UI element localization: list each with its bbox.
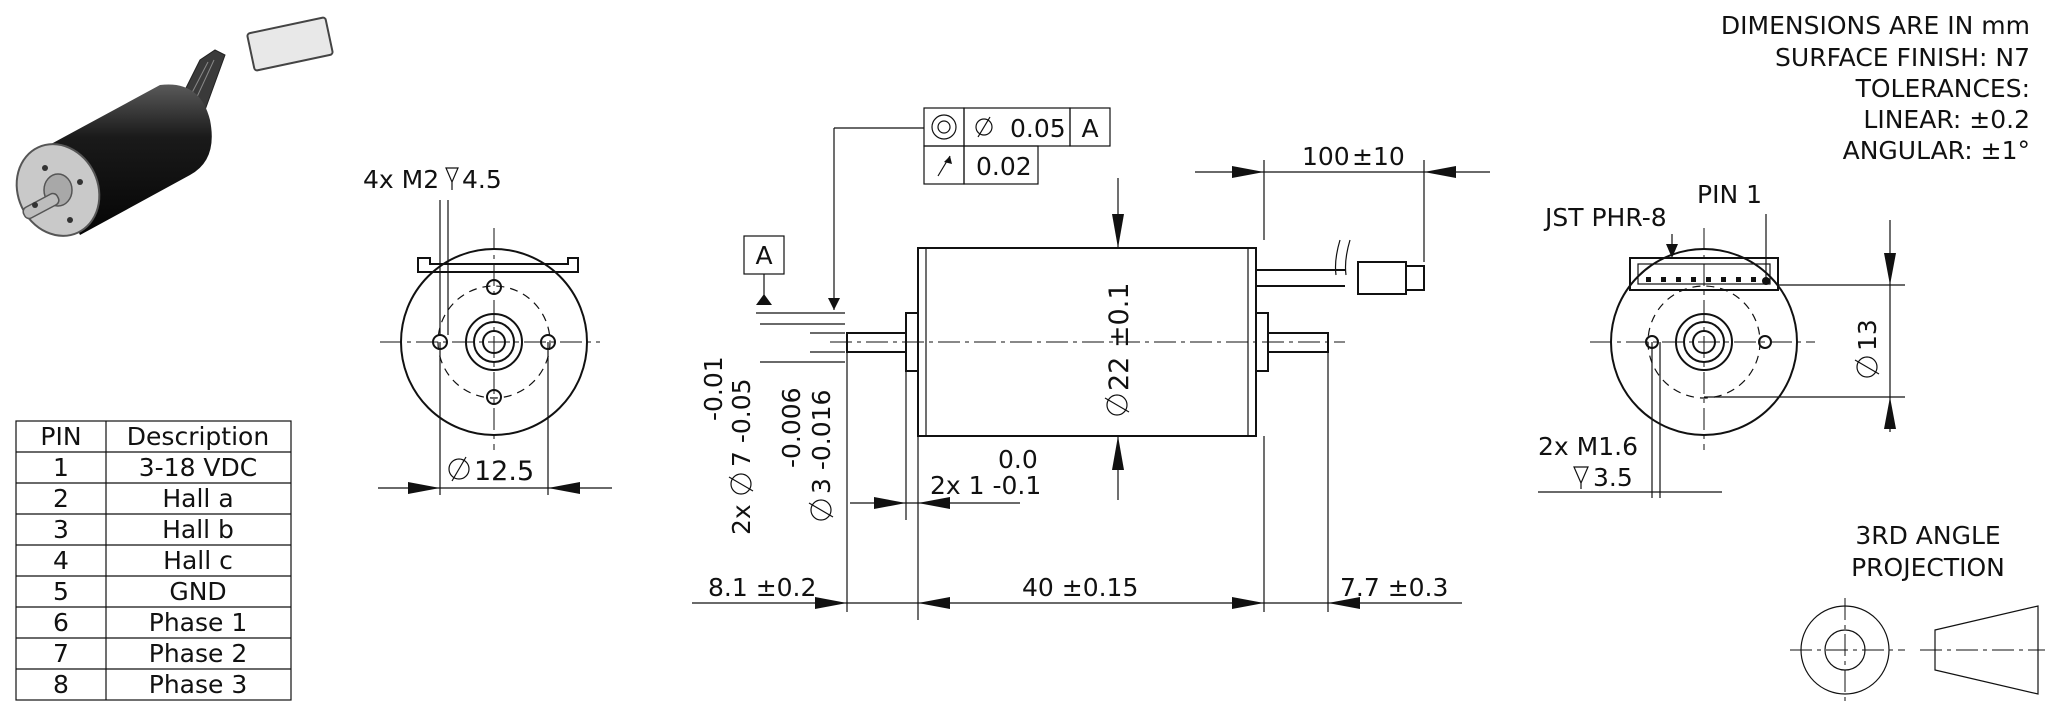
front-thread-depth: 4.5 xyxy=(462,165,502,194)
pin-table-header-pin: PIN xyxy=(40,422,81,451)
flange-thickness-lower: 2x 1 -0.1 xyxy=(930,471,1041,500)
cable-length-label: 100 xyxy=(1302,142,1350,171)
connector-pin xyxy=(1706,277,1711,282)
pin-table-description-cell: Hall b xyxy=(162,515,234,544)
pin-table-description-cell: Phase 1 xyxy=(149,608,248,637)
pin-table-header-description: Description xyxy=(127,422,269,451)
fcf-concentricity-tolerance: 0.05 xyxy=(1010,114,1066,143)
shaft-diameter-lower: 3 -0.016 xyxy=(807,390,836,494)
pin-table-pin-cell: 7 xyxy=(53,639,69,668)
rear-diameter-label: 13 xyxy=(1853,319,1882,351)
note-tolerances: TOLERANCES: xyxy=(1855,74,2030,103)
pin-table-pin-cell: 8 xyxy=(53,670,69,699)
connector-pin xyxy=(1676,277,1681,282)
front-diameter-label: 12.5 xyxy=(474,456,534,487)
pin-table-description-cell: GND xyxy=(169,577,226,606)
note-angular: ANGULAR: ±1° xyxy=(1843,136,2030,165)
pin-table-pin-cell: 6 xyxy=(53,608,69,637)
pin-table-description-cell: Phase 3 xyxy=(149,670,248,699)
pin-table-pin-cell: 4 xyxy=(53,546,69,575)
datum-a-label: A xyxy=(755,241,772,270)
note-units: DIMENSIONS ARE IN mm xyxy=(1721,11,2030,40)
connector-pin xyxy=(1751,277,1756,282)
pin-table-pin-cell: 3 xyxy=(53,515,69,544)
connector-pin xyxy=(1691,277,1696,282)
length-shaft-left: 8.1 ±0.2 xyxy=(708,573,816,602)
connector-pin xyxy=(1721,277,1726,282)
connector-pin xyxy=(1736,277,1741,282)
pin-table-pin-cell: 1 xyxy=(53,453,69,482)
length-body: 40 ±0.15 xyxy=(1022,573,1138,602)
front-view: 12.5 4x M2 4.5 xyxy=(363,165,612,495)
projection-line2: PROJECTION xyxy=(1851,553,2005,582)
pin-table-description-cell: Hall c xyxy=(163,546,233,575)
rear-view: PIN 1 JST PHR-8 13 2x M1.6 3.5 xyxy=(1538,180,1905,498)
front-thread-callout: 4x M2 xyxy=(363,165,439,194)
pin-table-description-cell: Phase 2 xyxy=(149,639,248,668)
projection-symbol: 3RD ANGLE PROJECTION xyxy=(1790,521,2045,702)
length-shaft-right: 7.7 ±0.3 xyxy=(1340,573,1448,602)
pin-table-description-cell: Hall a xyxy=(162,484,233,513)
pin-table: PIN Description 1 3-18 VDC 2 Hall a 3 Hall b 4… xyxy=(15,420,292,701)
pin-table-pin-cell: 5 xyxy=(53,577,69,606)
rear-connector-label: JST PHR-8 xyxy=(1543,203,1667,232)
note-linear: LINEAR: ±0.2 xyxy=(1863,105,2030,134)
shaft-step-diameter-lower: 7 -0.05 xyxy=(727,378,756,467)
rear-pin1-label: PIN 1 xyxy=(1697,180,1762,209)
fcf-runout-tolerance: 0.02 xyxy=(976,152,1032,181)
body-diameter-label: 22 ±0.1 xyxy=(1104,282,1135,391)
connector-pin xyxy=(1661,277,1666,282)
pin-table-pin-cell: 2 xyxy=(53,484,69,513)
fcf-concentricity-datum: A xyxy=(1081,114,1098,143)
cable-length-tolerance: ±10 xyxy=(1352,142,1405,171)
shaft-diameter-upper: -0.006 xyxy=(777,387,806,468)
rear-thread-depth: 3.5 xyxy=(1593,463,1633,492)
motor-3d-illustration xyxy=(15,16,334,237)
drawing-notes: DIMENSIONS ARE IN mm SURFACE FINISH: N7 … xyxy=(1721,11,2030,165)
shaft-step-diameter-upper: -0.01 xyxy=(699,356,728,421)
note-surface-finish: SURFACE FINISH: N7 xyxy=(1775,43,2030,72)
flange-thickness-upper: 0.0 xyxy=(998,445,1038,474)
shaft-step-prefix: 2x xyxy=(727,504,756,535)
side-view: 22 ±0.1 100 ±10 A 0.05 A 0.02 xyxy=(692,107,1490,620)
rear-thread-callout: 2x M1.6 xyxy=(1538,432,1638,461)
connector-pin xyxy=(1646,277,1651,282)
pin-table-description-cell: 3-18 VDC xyxy=(139,453,258,482)
projection-line1: 3RD ANGLE xyxy=(1855,521,2000,550)
